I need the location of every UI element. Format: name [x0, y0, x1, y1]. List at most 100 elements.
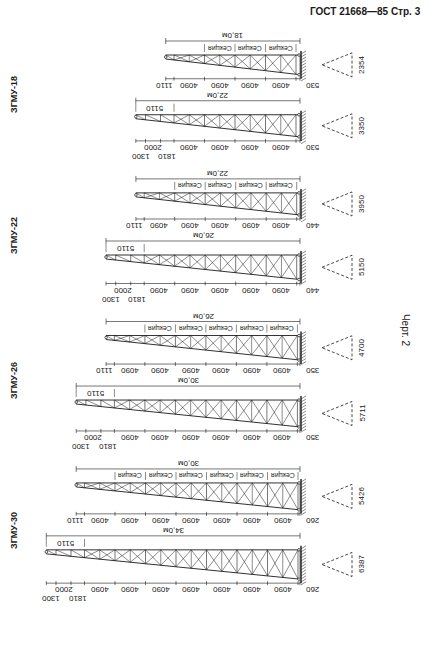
truss-diagonal — [207, 550, 222, 571]
truss-post — [100, 400, 101, 407]
dimension-value: 440 — [306, 221, 319, 229]
dimension-value: 4090 — [243, 366, 261, 374]
pin-joint — [298, 54, 301, 57]
dimension-tick — [174, 77, 175, 81]
truss-post — [165, 55, 166, 59]
truss-diagonal — [236, 255, 251, 274]
wall-hatch — [301, 251, 306, 254]
wall-hatch — [301, 420, 306, 423]
model-name: ЗГМУ-18 — [9, 77, 18, 114]
section-divider — [205, 325, 206, 333]
pin-joint — [298, 426, 301, 429]
dimension-tick — [206, 581, 207, 585]
truss-post — [190, 336, 191, 349]
truss-diagonal — [283, 483, 298, 508]
truss-diagonal — [175, 193, 190, 201]
dimension-value: 1110 — [67, 516, 84, 524]
truss-diagonal — [251, 255, 266, 274]
section-divider — [298, 472, 299, 480]
truss-post — [175, 336, 176, 347]
wall-hatch — [301, 485, 306, 488]
dimension-tick — [100, 429, 101, 433]
section-divider — [176, 472, 177, 480]
wall-hatch — [301, 335, 306, 338]
truss-post — [144, 193, 145, 198]
bottom-chord — [136, 197, 300, 215]
truss-post — [191, 483, 192, 499]
truss-post — [237, 550, 238, 573]
section-name: Секция — [270, 325, 294, 332]
dimension-tick — [76, 466, 77, 472]
section-name: Секция — [208, 45, 232, 52]
pin-joint — [298, 482, 301, 485]
section-height: 3950 — [358, 195, 366, 213]
wall-hatch — [301, 213, 306, 216]
truss-diagonal — [251, 255, 266, 276]
truss-diagonal — [144, 255, 159, 263]
section-height: 3350 — [358, 117, 366, 135]
wall-hatch — [301, 570, 306, 573]
section-name: Секция — [208, 182, 232, 189]
truss-diagonal — [252, 336, 267, 357]
dimension-value: 1300 — [132, 152, 150, 160]
dimension-value: 2000 — [144, 143, 162, 151]
wall-hatch — [301, 546, 306, 549]
wall-hatch — [301, 362, 306, 365]
section-name: Секция — [240, 472, 264, 479]
dimension-value: 1300 — [42, 594, 60, 602]
dimension-value: 4090 — [272, 81, 290, 89]
section-name: Секция — [179, 472, 203, 479]
truss-diagonal — [176, 550, 191, 568]
page-header: ГОСТ 21668—85 Стр. 3 — [310, 7, 420, 17]
boom-length: 18,0м — [222, 31, 243, 39]
truss-post — [206, 483, 207, 500]
truss-post — [160, 550, 161, 565]
dimension-tick — [71, 581, 72, 585]
dimension-value: 4090 — [151, 366, 169, 374]
wall-hatch — [301, 275, 306, 278]
top-chord — [76, 482, 300, 483]
wall-hatch — [301, 506, 306, 509]
truss-diagonal — [100, 550, 115, 559]
wall-hatch — [301, 344, 306, 347]
wall-hatch — [301, 278, 306, 281]
wall-hatch — [301, 60, 306, 63]
dimension-tick — [165, 77, 166, 81]
dimension-tick — [46, 539, 47, 547]
truss-diagonal — [190, 193, 205, 205]
truss-post — [189, 193, 190, 203]
pin-joint — [298, 578, 301, 581]
head-dimension: 5110 — [87, 389, 104, 397]
wall — [300, 251, 301, 284]
dimension-tick — [205, 362, 206, 366]
cross-section-triangle — [322, 192, 352, 216]
truss-post — [235, 255, 236, 273]
top-chord — [166, 55, 300, 56]
truss-diagonal — [56, 550, 71, 556]
pin-joint — [298, 113, 301, 116]
truss-diagonal — [237, 550, 252, 573]
truss-diagonal — [85, 483, 100, 489]
section-height: 5426 — [358, 487, 366, 505]
wall-hatch — [301, 207, 306, 210]
wall-hatch — [301, 189, 306, 192]
truss-diagonal — [281, 193, 296, 213]
truss-diagonal — [236, 400, 251, 420]
truss-diagonal — [175, 400, 190, 416]
dimension-tick — [297, 429, 298, 433]
wall-hatch — [301, 347, 306, 350]
truss-post — [145, 115, 146, 120]
truss-diagonal — [176, 483, 191, 499]
truss-post — [175, 400, 176, 414]
dimension-tick — [115, 581, 116, 585]
dimension-tick — [135, 104, 136, 112]
dimension-value: 1110 — [96, 366, 113, 374]
truss-diagonal — [250, 55, 265, 69]
pin-joint — [298, 278, 301, 281]
wall-hatch — [301, 78, 306, 81]
truss-diagonal — [236, 336, 251, 355]
wall-hatch — [301, 503, 306, 506]
section-divider — [237, 472, 238, 480]
cross-section-triangle — [322, 114, 352, 138]
section-name: Секция — [149, 472, 173, 479]
